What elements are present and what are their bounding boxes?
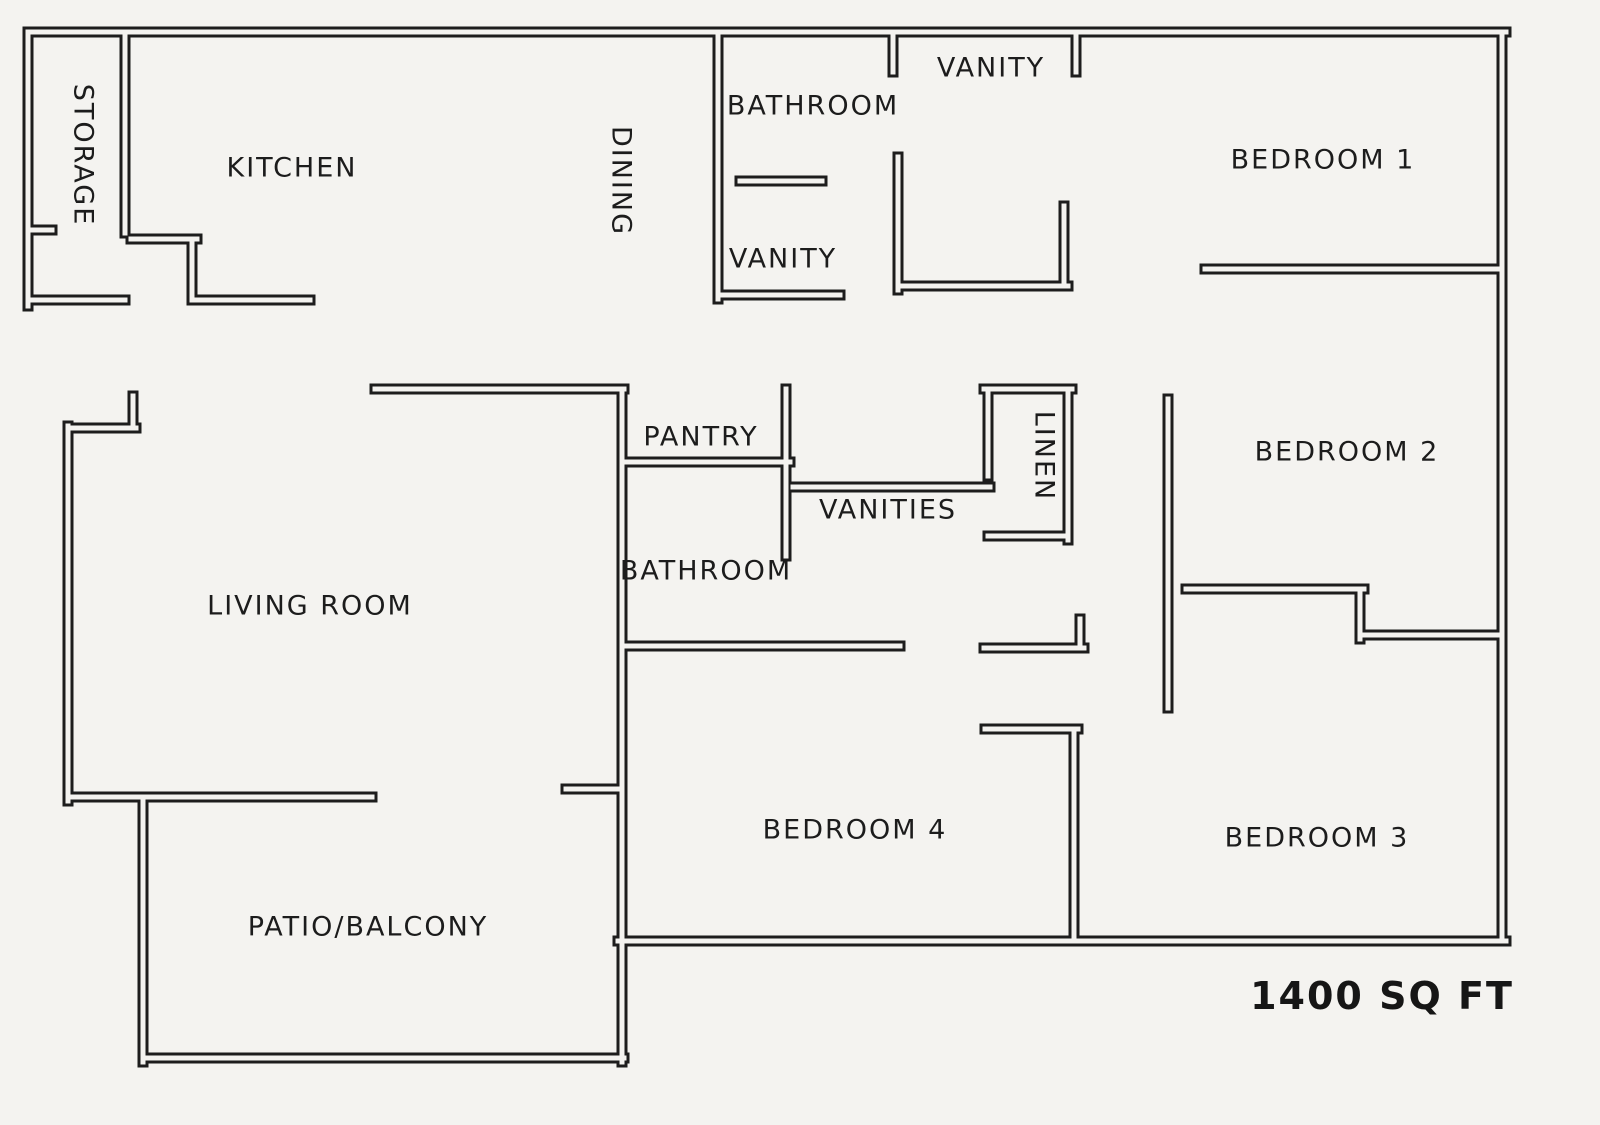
room-label-living-room: LIVING ROOM	[207, 590, 413, 622]
walls	[22, 26, 1512, 1068]
room-label-patio: PATIO/BALCONY	[247, 911, 489, 943]
room-label-bedroom-4: BEDROOM 4	[762, 814, 948, 846]
room-label-vanity-top: VANITY	[936, 52, 1046, 84]
room-label-linen: LINEN	[1028, 410, 1060, 502]
room-label-kitchen: KITCHEN	[226, 152, 358, 184]
room-label-bathroom-top: BATHROOM	[726, 90, 900, 122]
area-label: 1400 SQ FT	[1250, 974, 1514, 1018]
room-label-storage: STORAGE	[67, 83, 99, 227]
room-label-bedroom-1: BEDROOM 1	[1230, 144, 1416, 176]
room-label-vanity-mid: VANITY	[728, 243, 838, 275]
room-label-bedroom-3: BEDROOM 3	[1224, 822, 1410, 854]
room-label-pantry: PANTRY	[643, 421, 759, 453]
room-label-bedroom-2: BEDROOM 2	[1254, 436, 1440, 468]
room-label-bathroom-mid: BATHROOM	[619, 555, 793, 587]
room-label-dining: DINING	[605, 125, 637, 237]
room-label-vanities: VANITIES	[818, 494, 958, 526]
